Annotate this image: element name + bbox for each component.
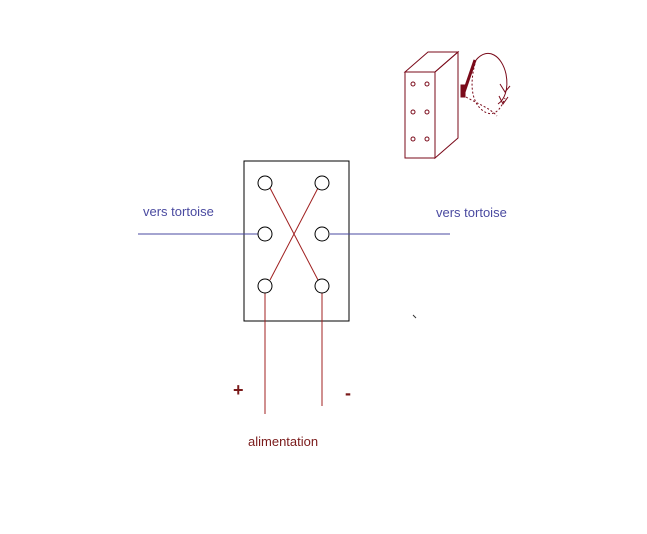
power-label: alimentation [248, 434, 319, 449]
left-output-label: vers tortoise [143, 204, 214, 219]
stray-mark [412, 314, 417, 319]
minus-sign: - [345, 383, 351, 403]
terminal-mid-left [257, 226, 273, 242]
terminal-top-right [314, 175, 330, 191]
cross-wire-b [269, 187, 319, 281]
switch-body [243, 160, 350, 322]
terminal-mid-right [314, 226, 330, 242]
terminal-bottom-right [314, 278, 330, 294]
right-output-label: vers tortoise [436, 205, 507, 220]
plus-sign: + [233, 380, 244, 400]
toggle-switch-sketch [403, 50, 511, 160]
terminal-top-left [257, 175, 273, 191]
terminal-bottom-left [257, 278, 273, 294]
